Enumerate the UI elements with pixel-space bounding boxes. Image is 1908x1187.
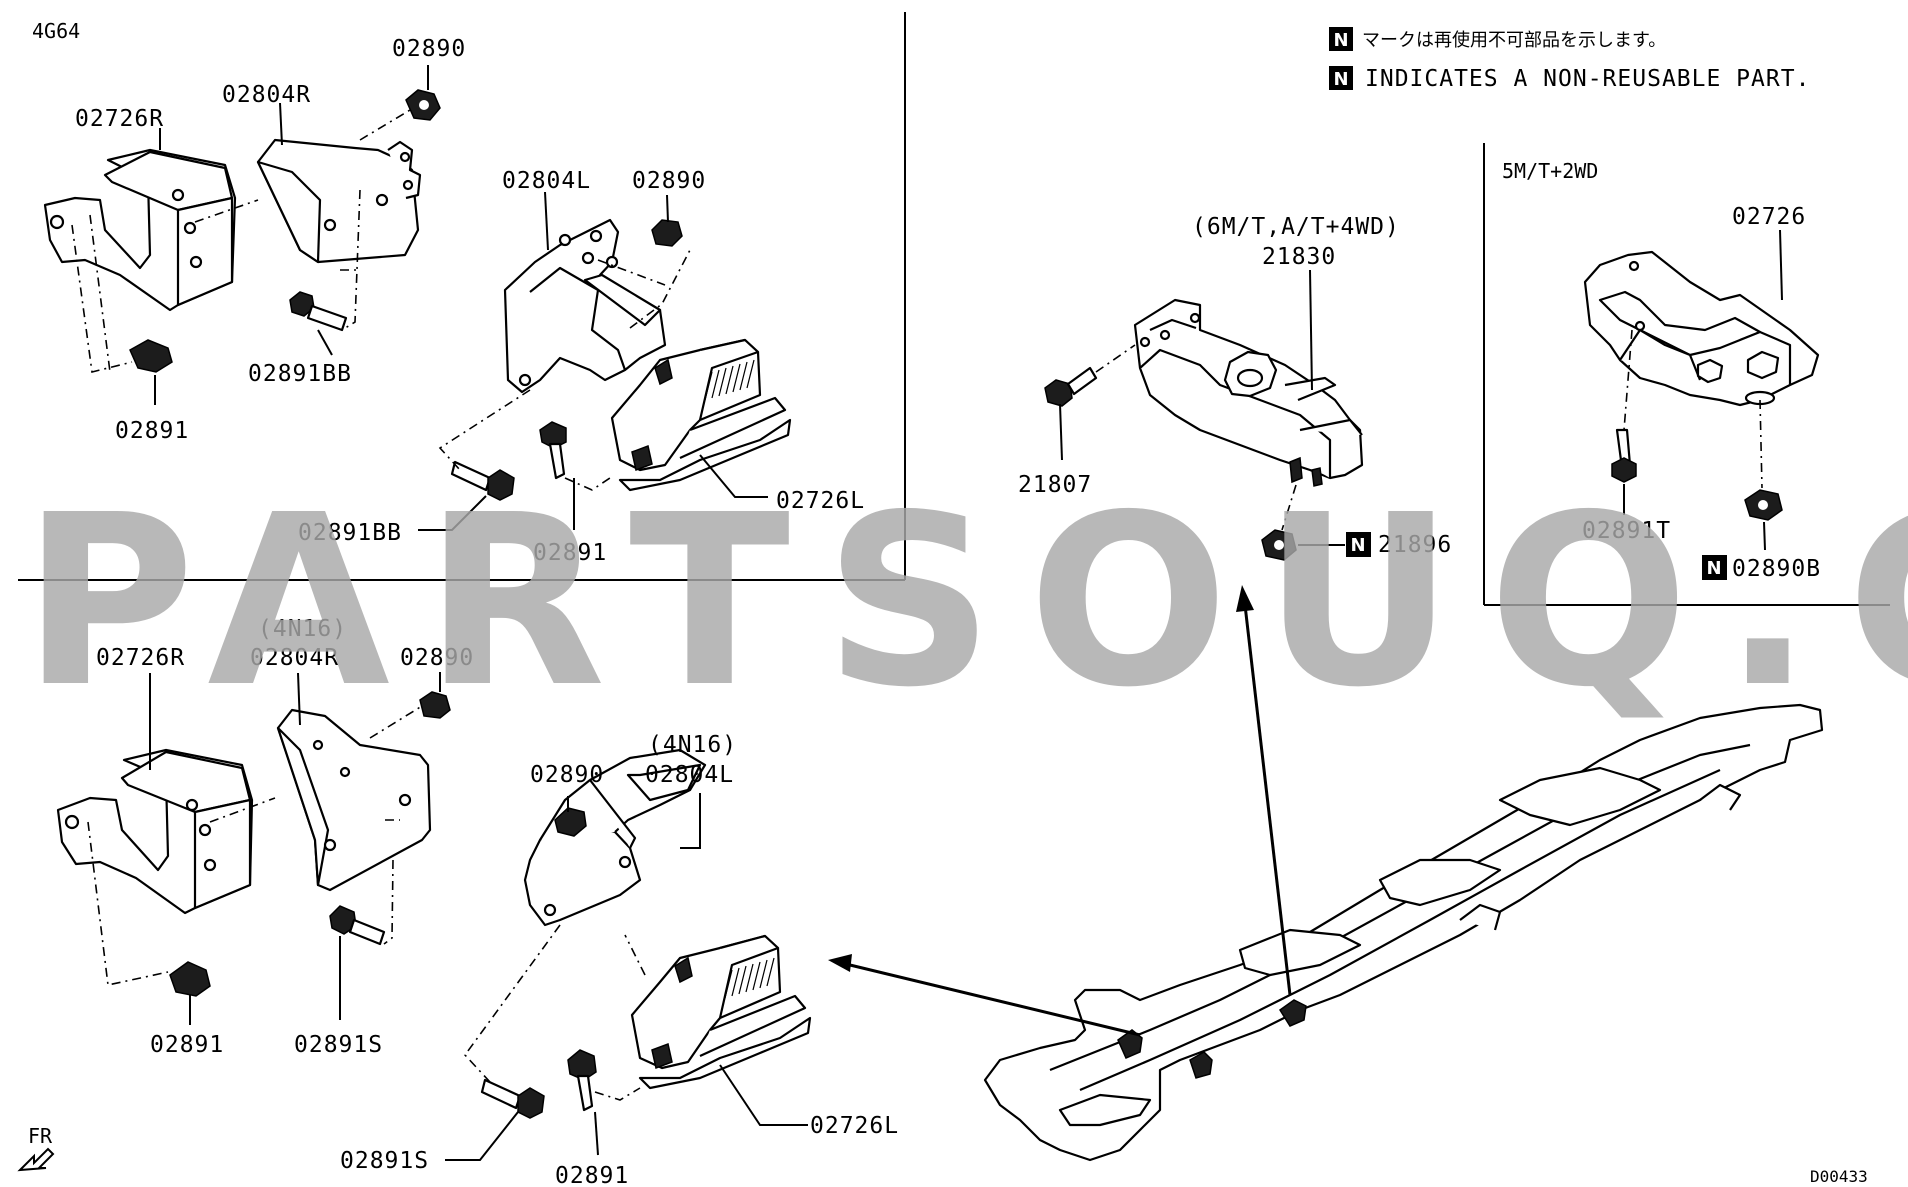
chassis-mount-center <box>1278 999 1307 1027</box>
bracket-r-drawing-2 <box>276 708 432 892</box>
label-02891-l: 02891 <box>533 540 607 566</box>
insulator-r-drawing-2 <box>56 748 254 915</box>
label-02804L: 02804L <box>502 168 591 194</box>
nut-21896-drawing <box>1261 529 1297 561</box>
label-4n16-l: (4N16) <box>648 732 737 758</box>
fr-label: FR <box>28 1124 53 1148</box>
label-02891-r: 02891 <box>115 418 189 444</box>
badge-21896: N <box>1350 535 1365 556</box>
label-21830: 21830 <box>1262 244 1336 270</box>
label-02890-r: 02890 <box>392 36 466 62</box>
callout-arrows <box>828 585 1292 1037</box>
insulator-l-drawing-2 <box>630 934 812 1090</box>
bottom-left-panel: 02726R (4N16) 02804R 02890 02891 02891S … <box>56 616 899 1187</box>
mount-02726-drawing <box>1583 250 1820 407</box>
label-02726L: 02726L <box>776 488 865 514</box>
legend: N マークは再使用不可部品を示します。 N INDICATES A NON-RE… <box>1329 27 1810 92</box>
label-02891S-l: 02891S <box>340 1148 429 1174</box>
bracket-l-drawing <box>503 218 667 394</box>
bolt-l-drawing <box>450 460 515 501</box>
bolt-r-lower-drawing-2 <box>169 961 211 997</box>
fr-arrow-icon <box>17 1147 55 1172</box>
label-02891BB-l: 02891BB <box>298 520 402 546</box>
bolt-l-drawing-2 <box>480 1078 545 1119</box>
chassis-mount-left <box>1117 1029 1213 1079</box>
label-21807: 21807 <box>1018 472 1092 498</box>
label-02726: 02726 <box>1732 204 1806 230</box>
label-02891T: 02891T <box>1582 518 1671 544</box>
center-group: (6M/T,A/T+4WD) 21830 21807 N 21896 <box>1018 214 1452 561</box>
mount-21830-drawing <box>1133 298 1364 487</box>
label-02726R: 02726R <box>75 106 164 132</box>
label-6mt-at-4wd: (6M/T,A/T+4WD) <box>1192 214 1400 240</box>
nut-r-drawing-2 <box>419 691 451 719</box>
section-label-4g64: 4G64 <box>32 19 80 43</box>
bolt-r-lower-drawing <box>129 339 173 373</box>
label-02890-l-2: 02890 <box>530 762 604 788</box>
watermark: PARTSOUQ.COM <box>22 464 1908 739</box>
legend-english-note: INDICATES A NON-REUSABLE PART. <box>1365 66 1810 92</box>
section-label-5mt-2wd: 5M/T+2WD <box>1502 159 1598 183</box>
label-21896: 21896 <box>1378 532 1452 558</box>
bolt-r-drawing <box>289 291 348 332</box>
bolt-21807-drawing <box>1044 366 1098 407</box>
label-02890-l: 02890 <box>632 168 706 194</box>
label-02891-l-2: 02891 <box>555 1163 629 1187</box>
legend-badge-jp: N <box>1333 30 1348 51</box>
label-02891-r-2: 02891 <box>150 1032 224 1058</box>
chassis-frame-drawing <box>983 703 1824 1162</box>
fr-direction-indicator: FR <box>17 1124 55 1172</box>
label-02804R: 02804R <box>222 82 311 108</box>
bracket-l-drawing-2 <box>523 748 707 927</box>
nut-r-drawing <box>405 89 441 121</box>
label-02804R-2: 02804R <box>250 645 339 671</box>
right-panel: 5M/T+2WD 02726 02891T N 02890B <box>1502 159 1821 582</box>
badge-02890B: N <box>1706 558 1721 579</box>
insulator-r-drawing <box>43 148 237 312</box>
bolt-l-lower-drawing <box>539 421 567 480</box>
insulator-l-drawing <box>610 338 792 492</box>
diagram-code: D00433 <box>1810 1167 1868 1186</box>
label-02890-r-2: 02890 <box>400 645 474 671</box>
bolt-r-drawing-2 <box>329 905 386 946</box>
label-02891BB-r: 02891BB <box>248 361 352 387</box>
bolt-02891T-drawing <box>1611 428 1637 483</box>
nut-02890B-drawing <box>1744 489 1783 521</box>
legend-japanese-note: マークは再使用不可部品を示します。 <box>1362 30 1666 51</box>
legend-badge-en: N <box>1333 69 1348 90</box>
top-left-panel: 4G64 <box>32 19 865 566</box>
label-02890B: 02890B <box>1732 556 1821 582</box>
label-4n16-r: (4N16) <box>258 616 347 642</box>
label-02726L-2: 02726L <box>810 1113 899 1139</box>
bracket-r-drawing <box>256 138 422 264</box>
nut-l-drawing <box>651 219 683 247</box>
label-02726R-2: 02726R <box>96 645 185 671</box>
bolt-l-lower-drawing-2 <box>567 1049 597 1112</box>
label-02804L-2: 02804L <box>645 762 734 788</box>
label-02891S-r: 02891S <box>294 1032 383 1058</box>
panel-dividers <box>18 12 1890 606</box>
